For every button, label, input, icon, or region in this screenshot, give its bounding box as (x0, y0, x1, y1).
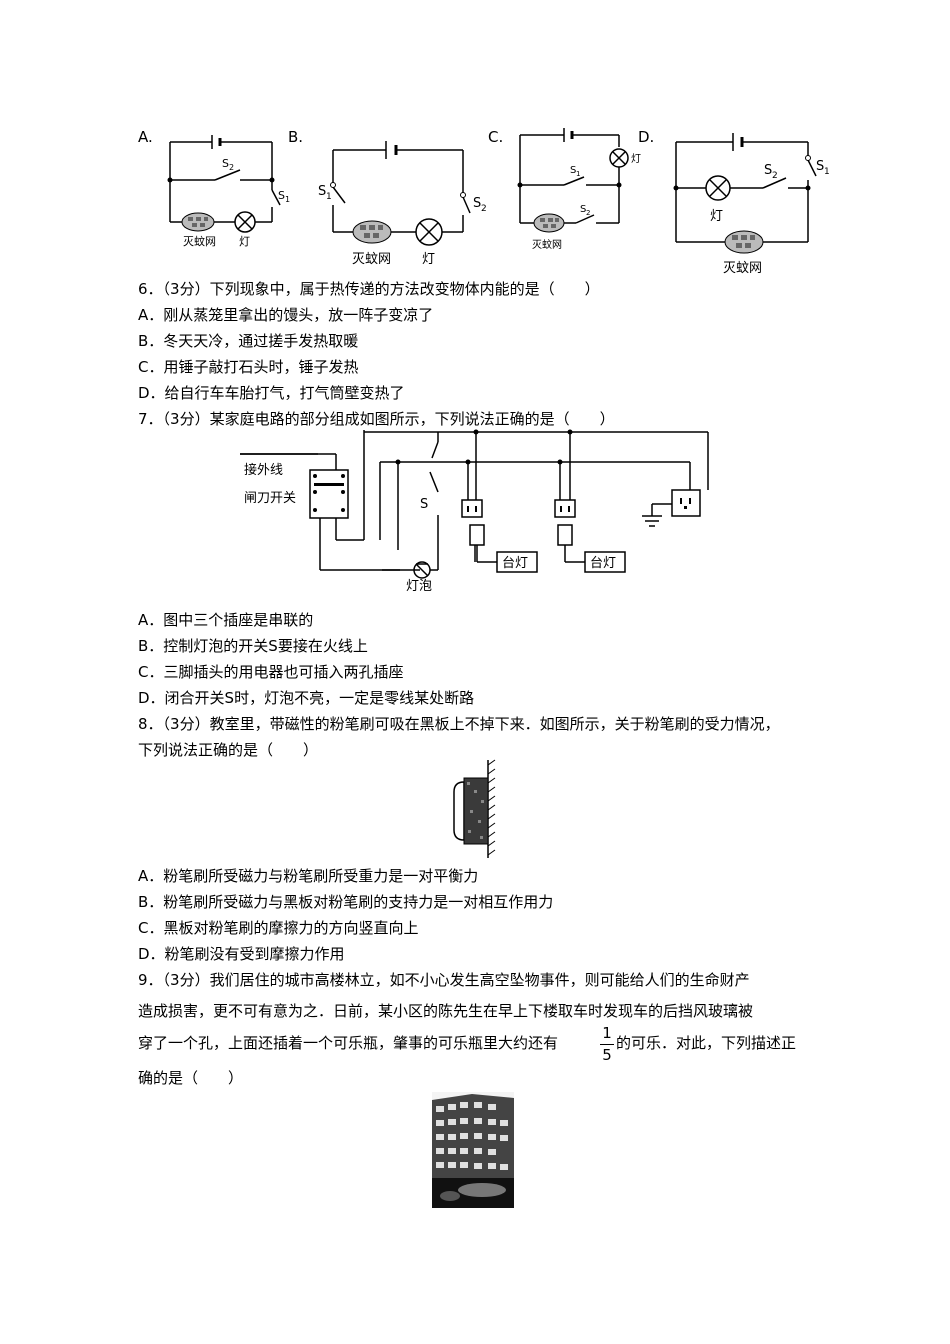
option-c-label: C. (488, 128, 504, 146)
desk-lamp-2-label: 台灯 (590, 556, 616, 571)
circuit-a-diagram: S 2 S 1 灭蚊网 灯 (167, 135, 290, 248)
q6-option-a: A．刚从蒸笼里拿出的馒头，放一阵子变凉了 (138, 306, 434, 324)
q8-option-a: A．粉笔刷所受磁力与粉笔刷所受重力是一对平衡力 (138, 867, 479, 885)
fraction-bar (600, 1044, 614, 1045)
svg-text:2: 2 (481, 204, 487, 214)
switch-s-label: S (420, 497, 428, 512)
q8-option-b: B．粉笔刷所受磁力与黑板对粉笔刷的支持力是一对相互作用力 (138, 893, 554, 911)
q7-option-d: D．闭合开关S时，灯泡不亮，一定是零线某处断路 (138, 689, 475, 707)
svg-text:2: 2 (772, 171, 778, 181)
option-a-label: A. (138, 128, 153, 146)
circuit-c-net-label: 灭蚊网 (532, 238, 562, 251)
q7-option-c: C．三脚插头的用电器也可插入两孔插座 (138, 663, 404, 681)
circuit-d-s2-label: S (764, 163, 772, 178)
circuit-d-net-label: 灭蚊网 (723, 261, 762, 276)
q7-option-a: A．图中三个插座是串联的 (138, 611, 314, 629)
circuit-a-net-label: 灭蚊网 (183, 234, 216, 248)
circuit-d-diagram: S 2 S 1 灯 灭蚊网 (673, 133, 830, 276)
circuit-a-lamp-label: 灯 (239, 235, 250, 248)
fraction-numerator: 1 (602, 1024, 612, 1042)
q8-stem-line2: 下列说法正确的是（ ） (138, 741, 319, 759)
q7-option-b: B．控制灯泡的开关S要接在火线上 (138, 637, 368, 655)
circuit-d-s1-label: S (816, 159, 824, 174)
q8-stem-line1: 8．（3分）教室里，带磁性的粉笔刷可吸在黑板上不掉下来．如图所示，关于粉笔刷的受… (138, 715, 780, 733)
circuit-c-s2-label: S (580, 204, 586, 215)
q9-line3-before: 穿了一个孔，上面还插着一个可乐瓶，肇事的可乐瓶里大约还有 (138, 1034, 559, 1052)
building-photo (432, 1092, 514, 1208)
svg-text:1: 1 (824, 167, 830, 177)
q9-line2: 造成损害，更不可有意为之．日前，某小区的陈先生在早上下楼取车时发现车的后挡风玻璃… (138, 1002, 754, 1020)
fraction-denominator: 5 (602, 1046, 612, 1064)
outer-line-label: 接外线 (244, 462, 283, 478)
circuit-b-diagram: S 1 S 2 灭蚊网 灯 (318, 141, 487, 267)
household-circuit-diagram: 接外线 闸刀开关 S 灯泡 台灯 台灯 (240, 429, 709, 594)
q6-option-c: C．用锤子敲打石头时，锤子发热 (138, 358, 359, 376)
q9-line1: 9．（3分）我们居住的城市高楼林立，如不小心发生高空坠物事件，则可能给人们的生命… (138, 971, 750, 989)
knife-switch-label: 闸刀开关 (244, 491, 296, 506)
circuit-b-s2-label: S (473, 196, 481, 211)
circuit-b-net-label: 灭蚊网 (352, 252, 391, 267)
svg-text:1: 1 (285, 195, 290, 204)
q9-line4: 确的是（ ） (138, 1069, 244, 1087)
circuit-a-s2-label: S (222, 157, 229, 170)
circuit-b-lamp-label: 灯 (422, 252, 435, 267)
circuit-a-s1-label: S (278, 189, 285, 202)
option-d-label: D. (638, 128, 655, 146)
q6-stem: 6．（3分）下列现象中，属于热传递的方法改变物体内能的是（ ） (138, 280, 600, 298)
q6-option-b: B．冬天天冷，通过搓手发热取暖 (138, 332, 359, 350)
q9-line3-after: 的可乐．对此，下列描述正 (616, 1034, 797, 1052)
circuit-b-s1-label: S (318, 184, 326, 199)
circuit-d-lamp-label: 灯 (710, 209, 723, 224)
svg-text:2: 2 (229, 163, 234, 172)
q6-option-d: D．给自行车车胎打气，打气筒壁变热了 (138, 384, 405, 402)
svg-text:1: 1 (576, 170, 580, 178)
svg-text:2: 2 (586, 209, 590, 217)
svg-text:1: 1 (326, 192, 332, 202)
bulb-label: 灯泡 (406, 579, 432, 594)
q8-option-d: D．粉笔刷没有受到摩擦力作用 (138, 945, 345, 963)
circuit-c-s1-label: S (570, 165, 576, 176)
circuit-c-lamp-label: 灯 (631, 153, 641, 165)
option-b-label: B. (288, 128, 304, 146)
chalk-brush-figure (453, 759, 496, 858)
desk-lamp-1-label: 台灯 (502, 556, 528, 571)
q8-option-c: C．黑板对粉笔刷的摩擦力的方向竖直向上 (138, 919, 419, 937)
circuit-c-diagram: S 1 S 2 灭蚊网 灯 (517, 128, 641, 251)
q7-stem: 7．（3分）某家庭电路的部分组成如图所示，下列说法正确的是（ ） (138, 410, 615, 428)
